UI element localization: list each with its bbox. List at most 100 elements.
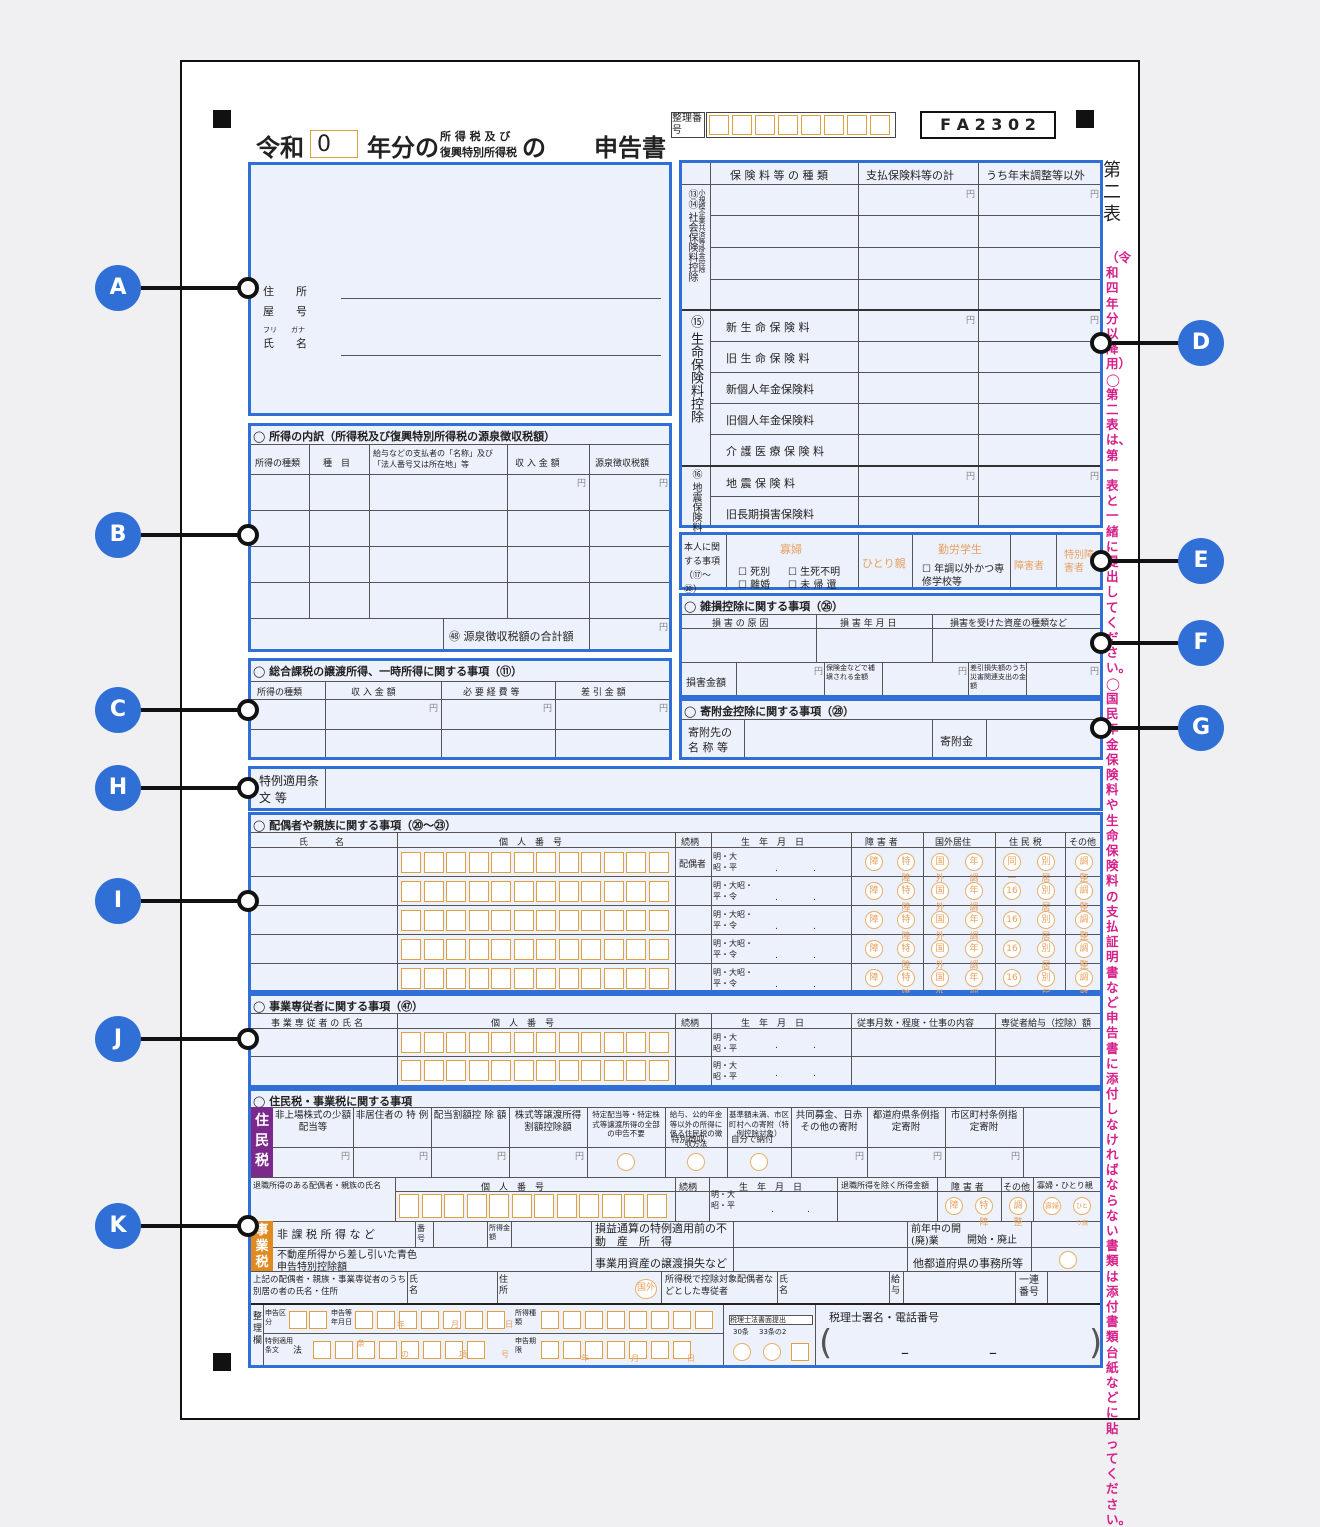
dependent-stamp[interactable]: 調整	[1075, 940, 1093, 971]
my-number-digit-box[interactable]	[581, 1060, 601, 1081]
my-number-digit-box[interactable]	[558, 881, 579, 902]
deadline-box[interactable]	[563, 1341, 581, 1359]
my-number-digit-box[interactable]	[626, 968, 646, 989]
my-number-digit-box[interactable]	[601, 1194, 622, 1218]
income-type-box[interactable]	[695, 1311, 713, 1329]
art33-stamp[interactable]	[763, 1343, 781, 1361]
my-number-digit-box[interactable]	[536, 881, 556, 902]
filing-date-box[interactable]	[443, 1311, 461, 1329]
my-number-digit-box[interactable]	[446, 852, 466, 873]
my-number-digit-box[interactable]	[491, 910, 511, 931]
dependent-stamp[interactable]: 別居	[1037, 940, 1055, 971]
my-number-digit-box[interactable]	[399, 1194, 419, 1218]
my-number-digit-box[interactable]	[423, 939, 444, 960]
income-type-box[interactable]	[563, 1311, 581, 1329]
deadline-box[interactable]	[607, 1341, 625, 1359]
dependent-stamp[interactable]: 国外	[931, 911, 949, 942]
my-number-digit-box[interactable]	[581, 939, 601, 960]
other-office-circle[interactable]	[1059, 1251, 1077, 1269]
my-number-digit-box[interactable]	[603, 939, 624, 960]
check-student[interactable]: ☐ 年調以外かつ専修学校等	[922, 564, 1005, 588]
my-number-digit-box[interactable]	[489, 1194, 509, 1218]
my-number-digit-box[interactable]	[468, 852, 489, 873]
my-number-digit-box[interactable]	[401, 939, 421, 960]
my-number-digit-box[interactable]	[626, 1032, 646, 1053]
dependent-stamp[interactable]: 国外	[931, 853, 949, 884]
dependent-stamp[interactable]: 16	[1003, 940, 1021, 958]
deadline-box[interactable]	[629, 1341, 647, 1359]
dependent-stamp[interactable]: 16	[1003, 882, 1021, 900]
my-number-digit-box[interactable]	[491, 1032, 511, 1053]
dependent-stamp[interactable]: 調整	[1075, 882, 1093, 913]
my-number-digit-box[interactable]	[536, 968, 556, 989]
income-type-box[interactable]	[651, 1311, 669, 1329]
my-number-digit-box[interactable]	[423, 968, 444, 989]
dependent-stamp[interactable]: 同一	[1003, 853, 1021, 884]
my-number-digit-box[interactable]	[446, 881, 466, 902]
filing-date-box[interactable]	[465, 1311, 483, 1329]
my-number-digit-box[interactable]	[626, 1060, 646, 1081]
my-number-digit-box[interactable]	[648, 852, 669, 873]
dependent-stamp[interactable]: 調整	[1075, 911, 1093, 942]
my-number-digit-box[interactable]	[491, 852, 511, 873]
my-number-digit-box[interactable]	[536, 1032, 556, 1053]
dependent-stamp[interactable]: 障	[865, 969, 883, 987]
my-number-digit-box[interactable]	[581, 852, 601, 873]
adjust-stamp[interactable]: 調整	[1009, 1197, 1027, 1228]
special-disabled-box[interactable]: 特別障害者	[1064, 550, 1094, 574]
dependent-stamp[interactable]: 別居	[1037, 969, 1055, 1000]
my-number-digit-box[interactable]	[444, 1194, 464, 1218]
dependent-stamp[interactable]: 障	[865, 940, 883, 958]
working-student-box[interactable]: 勤労学生	[938, 543, 982, 556]
my-number-digit-box[interactable]	[513, 939, 534, 960]
my-number-digit-box[interactable]	[603, 910, 624, 931]
provision-box[interactable]	[335, 1341, 353, 1359]
my-number-digit-box[interactable]	[491, 1060, 511, 1081]
widow-stamp[interactable]: 寡婦	[1043, 1197, 1061, 1215]
provision-box[interactable]	[401, 1341, 419, 1359]
my-number-digit-box[interactable]	[468, 881, 489, 902]
my-number-digit-box[interactable]	[536, 910, 556, 931]
my-number-digit-box[interactable]	[534, 1194, 554, 1218]
my-number-digit-box[interactable]	[513, 910, 534, 931]
dependent-stamp[interactable]: 国外	[931, 882, 949, 913]
provision-box[interactable]	[467, 1341, 485, 1359]
dependent-stamp[interactable]: 年調	[965, 940, 983, 971]
filing-date-box[interactable]	[421, 1311, 439, 1329]
dependent-stamp[interactable]: 特障	[897, 853, 915, 884]
dependent-stamp[interactable]: 調整	[1075, 969, 1093, 1000]
my-number-digit-box[interactable]	[423, 881, 444, 902]
my-number-digit-box[interactable]	[421, 1194, 442, 1218]
art30-stamp[interactable]	[733, 1343, 751, 1361]
my-number-digit-box[interactable]	[603, 1060, 624, 1081]
dependent-stamp[interactable]: 国外	[931, 940, 949, 971]
my-number-digit-box[interactable]	[513, 1060, 534, 1081]
provision-box[interactable]	[445, 1341, 463, 1359]
my-number-digit-box[interactable]	[581, 968, 601, 989]
my-number-digit-box[interactable]	[468, 1060, 489, 1081]
my-number-digit-box[interactable]	[581, 910, 601, 931]
my-number-digit-box[interactable]	[558, 1032, 579, 1053]
my-number-digit-box[interactable]	[581, 881, 601, 902]
my-number-digit-box[interactable]	[491, 939, 511, 960]
my-number-digit-box[interactable]	[466, 1194, 487, 1218]
my-number-digit-box[interactable]	[536, 852, 556, 873]
dependent-stamp[interactable]: 特障	[897, 940, 915, 971]
dependent-stamp[interactable]: 障	[865, 882, 883, 900]
filing-date-box[interactable]	[399, 1311, 417, 1329]
dependent-stamp[interactable]: 国外	[931, 969, 949, 1000]
dependent-stamp[interactable]: 年調	[965, 911, 983, 942]
dependent-stamp[interactable]: 別居	[1037, 853, 1055, 884]
check-divorce[interactable]: ☐ 離婚	[738, 580, 771, 591]
dependent-stamp[interactable]: 特障	[897, 911, 915, 942]
my-number-digit-box[interactable]	[401, 1032, 421, 1053]
dependent-stamp[interactable]: 別居	[1037, 911, 1055, 942]
income-type-box[interactable]	[541, 1311, 559, 1329]
my-number-digit-box[interactable]	[626, 881, 646, 902]
my-number-digit-box[interactable]	[558, 910, 579, 931]
provision-box[interactable]	[313, 1341, 331, 1359]
income-type-box[interactable]	[607, 1311, 625, 1329]
filing-type-box[interactable]	[309, 1311, 327, 1329]
dependent-stamp[interactable]: 障	[865, 911, 883, 929]
option-circle[interactable]	[617, 1153, 635, 1171]
